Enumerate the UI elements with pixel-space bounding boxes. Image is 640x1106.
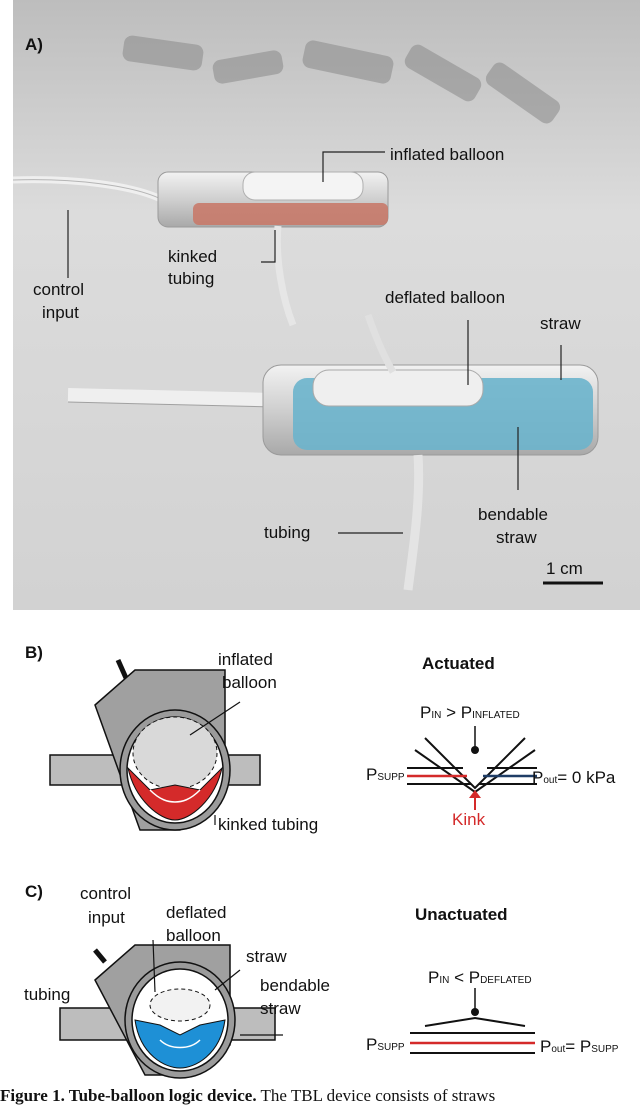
b-kink-label: Kink bbox=[452, 810, 486, 829]
kinked-tubing-red bbox=[193, 203, 388, 225]
label-tubing-top: tubing bbox=[168, 269, 215, 288]
label-inflated-balloon: inflated balloon bbox=[390, 145, 505, 164]
b-label-inflated: inflated bbox=[218, 650, 273, 669]
c-title: Unactuated bbox=[415, 905, 508, 924]
b-pin-expression: PIN > PINFLATED bbox=[420, 703, 520, 722]
label-input: input bbox=[42, 303, 79, 322]
panel-b-diagram bbox=[49, 658, 261, 831]
bottom-tubing bbox=[403, 454, 424, 591]
b-kink-schematic bbox=[407, 726, 537, 810]
c-pin-expression: PIN < PDEFLATED bbox=[428, 968, 532, 987]
figure-caption: Figure 1. Tube-balloon logic device. The… bbox=[0, 1086, 640, 1106]
label-bendable: bendable bbox=[478, 505, 548, 524]
b-psupp: PSUPP bbox=[366, 765, 405, 784]
c-label-deflated: deflated bbox=[166, 903, 227, 922]
b-pout: Pout= 0 kPa bbox=[532, 768, 616, 787]
c-label-control: control bbox=[80, 884, 132, 903]
deflated-balloon-shape bbox=[312, 369, 484, 407]
label-kinked: kinked bbox=[168, 247, 218, 266]
caption-bold: Figure 1. Tube-balloon logic device. bbox=[0, 1086, 257, 1105]
c-schematic bbox=[410, 988, 535, 1054]
panel-a-label: A) bbox=[25, 35, 43, 54]
panel-c-label: C) bbox=[25, 882, 43, 901]
b-title: Actuated bbox=[422, 654, 495, 673]
scale-label: 1 cm bbox=[546, 559, 583, 578]
leader-lines bbox=[67, 151, 562, 534]
kinked-tubing-stub bbox=[273, 225, 297, 327]
label-deflated-balloon: deflated balloon bbox=[385, 288, 506, 307]
label-straw: straw bbox=[540, 314, 581, 333]
caption-text: The TBL device consists of straws bbox=[256, 1086, 496, 1105]
c-label-tubing: tubing bbox=[24, 985, 71, 1004]
bottom-inlet-tube bbox=[67, 388, 274, 407]
b-label-kinked-tubing: kinked tubing bbox=[218, 815, 319, 834]
c-pout: Pout= PSUPP bbox=[540, 1037, 619, 1056]
b-label-balloon: balloon bbox=[222, 673, 277, 692]
c-label-straw: straw bbox=[246, 947, 287, 966]
panel-b-label: B) bbox=[25, 643, 43, 662]
panel-c-diagram bbox=[59, 939, 283, 1079]
c-label-straw-2: straw bbox=[260, 999, 301, 1018]
c-label-input: input bbox=[88, 908, 125, 927]
label-tubing: tubing bbox=[264, 523, 311, 542]
c-label-bendable: bendable bbox=[260, 976, 330, 995]
panel-a-photo bbox=[13, 0, 640, 610]
label-straw-2: straw bbox=[496, 528, 537, 547]
inflated-balloon-shape bbox=[242, 171, 364, 201]
c-label-balloon: balloon bbox=[166, 926, 221, 945]
label-control: control bbox=[33, 280, 85, 299]
c-psupp: PSUPP bbox=[366, 1035, 405, 1054]
background-devices bbox=[122, 35, 561, 124]
